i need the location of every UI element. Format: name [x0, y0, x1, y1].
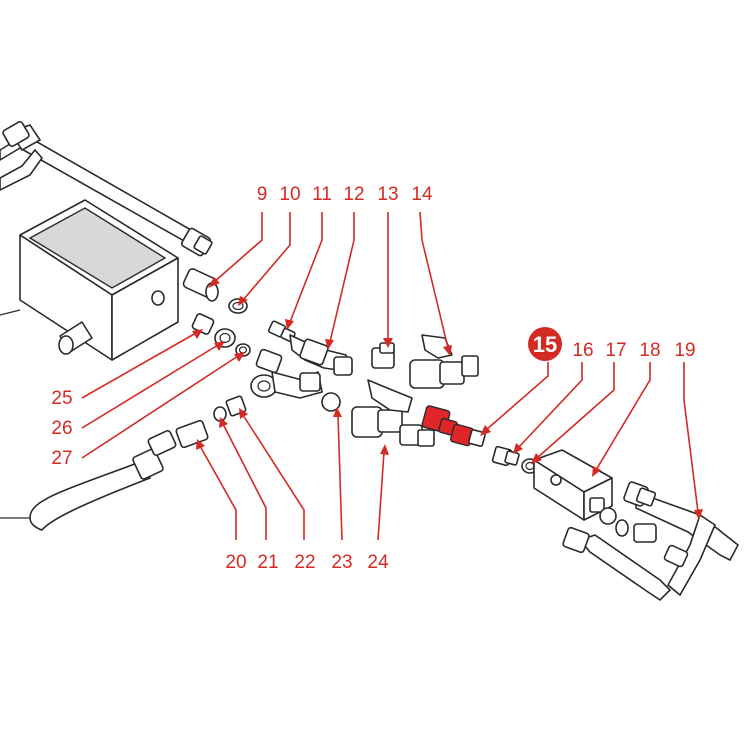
callout-14: 14	[411, 184, 433, 205]
callout-19: 19	[674, 340, 695, 361]
callout-25: 25	[51, 388, 72, 409]
part-15-highlighted-fitting	[421, 405, 486, 447]
part-24-ball-valve	[351, 379, 435, 447]
tank	[0, 199, 179, 361]
callout-27: 27	[51, 448, 72, 469]
callout-21: 21	[257, 552, 278, 573]
callout-10: 10	[279, 184, 300, 205]
callout-23: 23	[331, 552, 352, 573]
callout-22: 22	[294, 552, 315, 573]
part-14-ball-valve	[409, 334, 479, 389]
part-23-tee	[250, 348, 341, 412]
part-13-nipple	[371, 342, 395, 369]
callout-9: 9	[257, 184, 268, 205]
part-20-fitting	[175, 419, 209, 449]
callout-13: 13	[377, 184, 398, 205]
part-18-solenoid-block	[533, 449, 617, 525]
callout-15: 15	[533, 332, 557, 357]
callout-labels: 9 10 11 12 13 14 15 16 17 18 19 25 26 27…	[51, 184, 695, 573]
callout-26: 26	[51, 418, 72, 439]
upper-pipe-assembly	[0, 121, 213, 257]
callout-18: 18	[639, 340, 660, 361]
callout-24: 24	[367, 552, 389, 573]
callout-11: 11	[312, 184, 332, 205]
callout-12: 12	[343, 184, 364, 205]
callout-20: 20	[225, 552, 246, 573]
leader-lines	[81, 211, 703, 541]
lower-hose	[0, 429, 177, 531]
callout-16: 16	[572, 340, 593, 361]
callout-17: 17	[605, 340, 626, 361]
part-12-tee	[289, 334, 353, 376]
part-19-pipe-assembly	[562, 481, 740, 602]
callout-15-badge	[528, 327, 562, 361]
